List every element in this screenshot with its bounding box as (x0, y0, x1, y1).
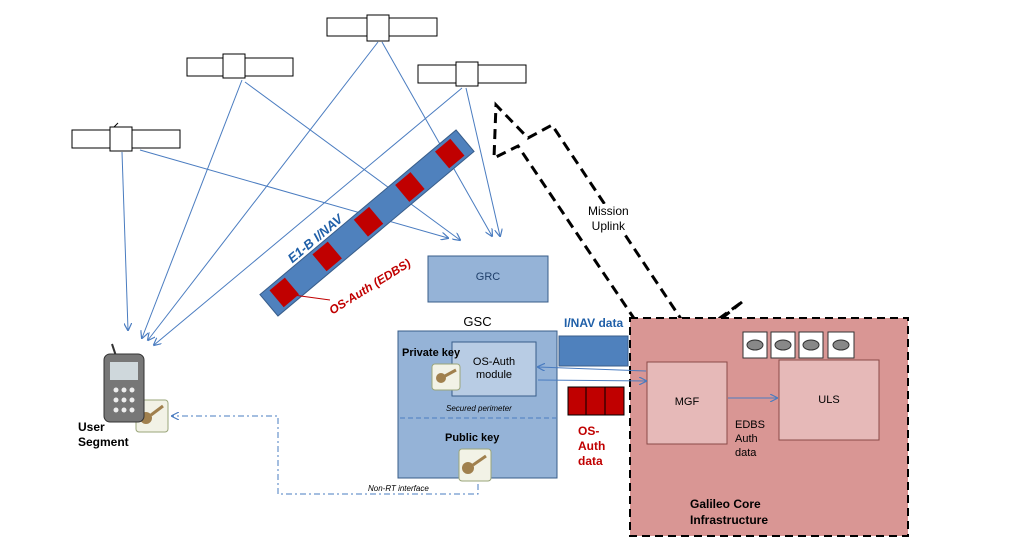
satellite-icon-3 (326, 14, 438, 42)
public-key-icon (458, 448, 492, 482)
signal-arrows (121, 41, 500, 345)
private-key-label: Private key (402, 347, 461, 359)
mission-uplink-label-line1: Mission (588, 204, 629, 218)
os-auth-data-label: OS- Auth data (578, 424, 605, 469)
mgf-label: MGF (674, 396, 700, 408)
os-auth-module-label: OS-Auth module (452, 356, 536, 382)
e1b-inav-signal-band (259, 129, 475, 317)
user-segment-label: User Segment (78, 420, 129, 450)
gsc-label: GSC (463, 314, 492, 329)
grc-label: GRC (475, 271, 501, 283)
grc-box (427, 255, 549, 303)
satellite-icon-4 (417, 61, 527, 87)
non-rt-interface-line (172, 416, 479, 495)
edbs-auth-data-label: EDBS Auth data (735, 418, 765, 460)
os-auth-data-blocks (567, 386, 625, 416)
mgf-to-module-arrow (538, 367, 647, 372)
edbs-block (312, 241, 342, 272)
public-key-label: Public key (445, 432, 500, 444)
os-auth-data-label-line2: Auth (578, 439, 606, 453)
inav-data-block (558, 335, 629, 367)
edbs-auth-data-label-line2: Auth (735, 433, 758, 445)
os-auth-module-label-line2: module (475, 369, 513, 381)
edbs-auth-data-label-line3: data (735, 447, 757, 459)
mission-uplink-label-line2: Uplink (591, 219, 626, 233)
edbs-auth-data-label-line1: EDBS (735, 419, 765, 431)
user-segment-label-line1: User (78, 420, 105, 434)
mobile-phone-icon (103, 343, 145, 423)
mgf-box (646, 361, 728, 445)
private-key-icon (431, 363, 461, 391)
uls-box (778, 359, 880, 441)
os-auth-module-box (451, 341, 537, 397)
os-auth-data-label-line3: data (578, 454, 603, 468)
edbs-block (353, 206, 384, 237)
satellite-icon-1 (71, 122, 181, 152)
galileo-core-label-line2: Infrastructure (690, 513, 769, 527)
edbs-block (435, 138, 465, 169)
edbs-block (395, 172, 425, 202)
os-auth-edbs-label: OS-Auth (EDBS) (327, 256, 414, 317)
non-rt-interface-label: Non-RT interface (368, 484, 429, 493)
mission-uplink-label: Mission Uplink (588, 204, 629, 234)
galileo-core-label-line1: Galileo Core (690, 497, 761, 511)
galileo-core-label: Galileo Core Infrastructure (690, 496, 768, 528)
antenna-icons (742, 331, 855, 359)
os-auth-data-label-line1: OS- (578, 424, 600, 438)
secured-perimeter-label: Secured perimeter (446, 404, 512, 413)
satellite-icon-2 (186, 53, 294, 79)
uls-label: ULS (818, 394, 840, 406)
edbs-block (269, 277, 299, 308)
inav-data-label: I/NAV data (564, 316, 624, 330)
user-segment-label-line2: Segment (78, 435, 129, 449)
mission-uplink-arrow (492, 101, 743, 363)
os-auth-module-label-line1: OS-Auth (472, 356, 516, 368)
module-to-mgf-arrow (537, 380, 646, 381)
